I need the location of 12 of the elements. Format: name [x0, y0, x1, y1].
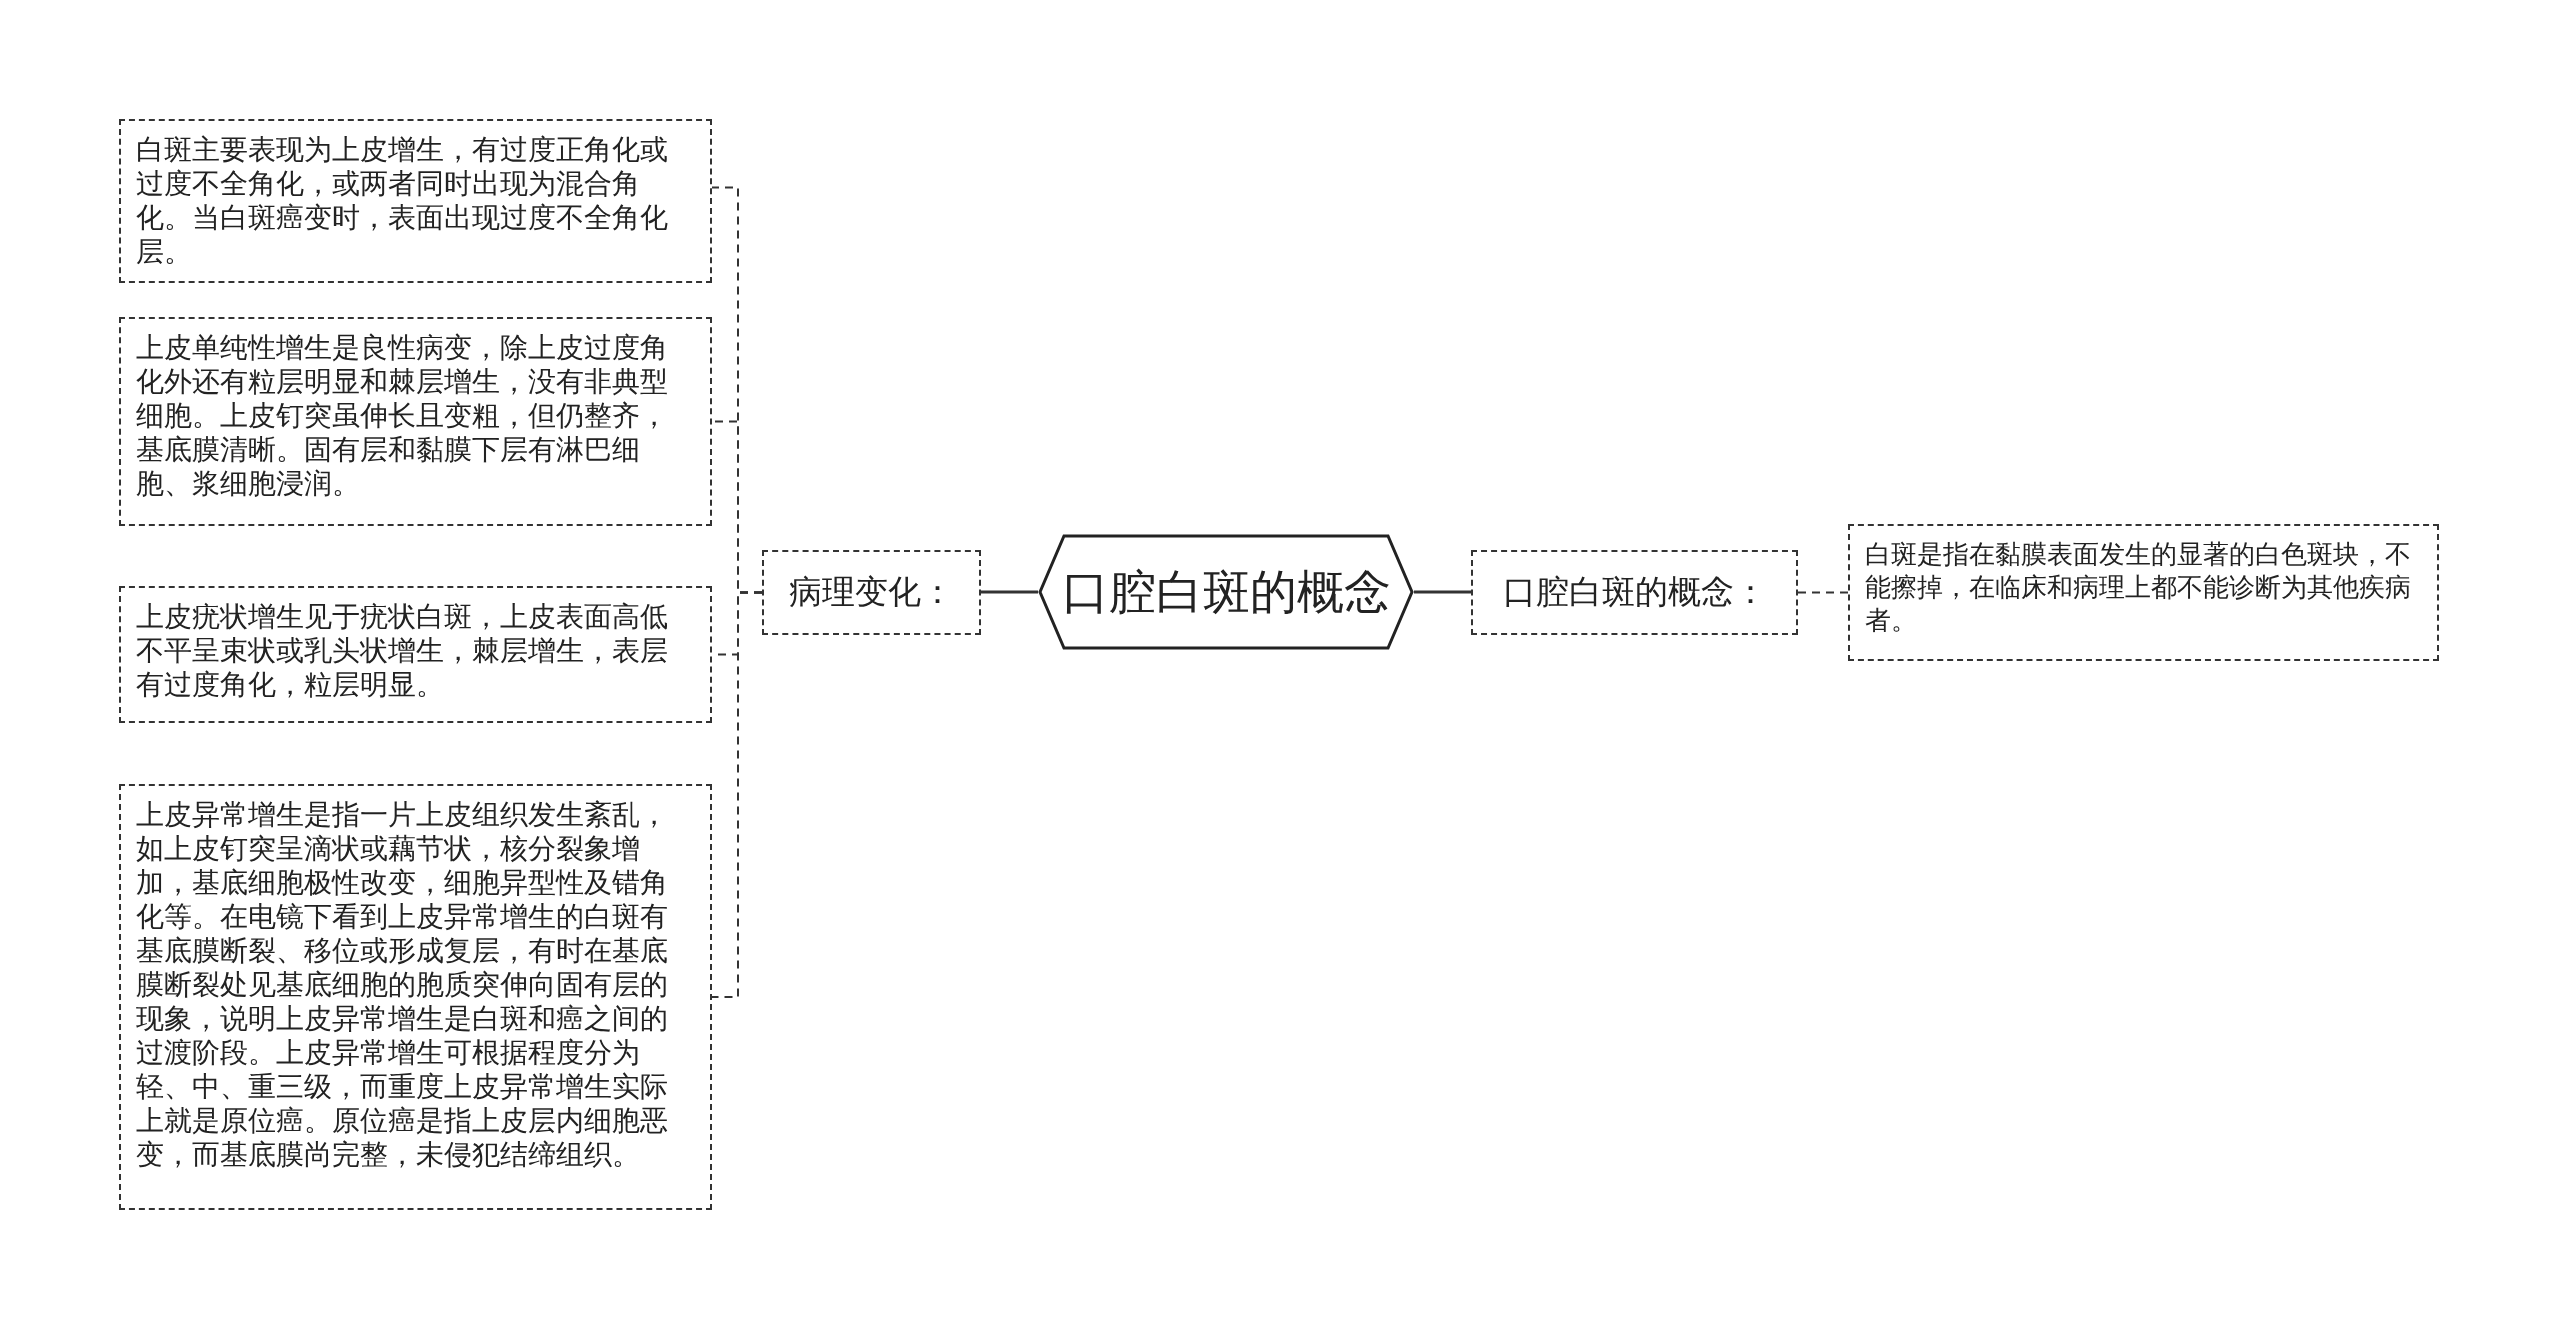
connector-line [1414, 590, 1471, 594]
text-box: 白斑主要表现为上皮增生，有过度正角化或过度不全角化，或两者同时出现为混合角化。当白斑癌变时，表面出现过度不全角化层。 [119, 119, 712, 283]
connector-line [981, 590, 1038, 594]
central-topic: 口腔白斑的概念 [1038, 534, 1414, 650]
branch-box: 病理变化： [762, 550, 981, 635]
text-box: 白斑是指在黏膜表面发生的显著的白色斑块，不能擦掉，在临床和病理上都不能诊断为其他疾病者。 [1848, 524, 2439, 661]
branch-box: 口腔白斑的概念： [1471, 550, 1798, 635]
text-box: 上皮单纯性增生是良性病变，除上皮过度角化外还有粒层明显和棘层增生，没有非典型细胞。上皮钉突虽伸长且变粗，但仍整齐，基底膜清晰。固有层和黏膜下层有淋巴细胞、浆细胞浸润。 [119, 317, 712, 526]
connector-line [711, 591, 763, 998]
text-box: 上皮疣状增生见于疣状白斑，上皮表面高低不平呈束状或乳头状增生，棘层增生，表层有过度角化，粒层明显。 [119, 586, 712, 723]
connector-line [1797, 591, 1849, 594]
text-box: 上皮异常增生是指一片上皮组织发生紊乱，如上皮钉突呈滴状或藕节状，核分裂象增加，基底细胞极性改变，细胞异型性及错角化等。在电镜下看到上皮异常增生的白斑有基底膜断裂、移位或形成复层，有时在基底膜断裂处见基底细胞的胞质突伸向固有层的现象，说明上皮异常增生是白斑和癌之间的过渡阶段。上皮异常增生可根据程度分为轻、中、重三级，而重度上皮异常增生实际上就是原位癌。原位癌是指上皮层内细胞恶变，而基底膜尚完整，未侵犯结缔组织。 [119, 784, 712, 1210]
